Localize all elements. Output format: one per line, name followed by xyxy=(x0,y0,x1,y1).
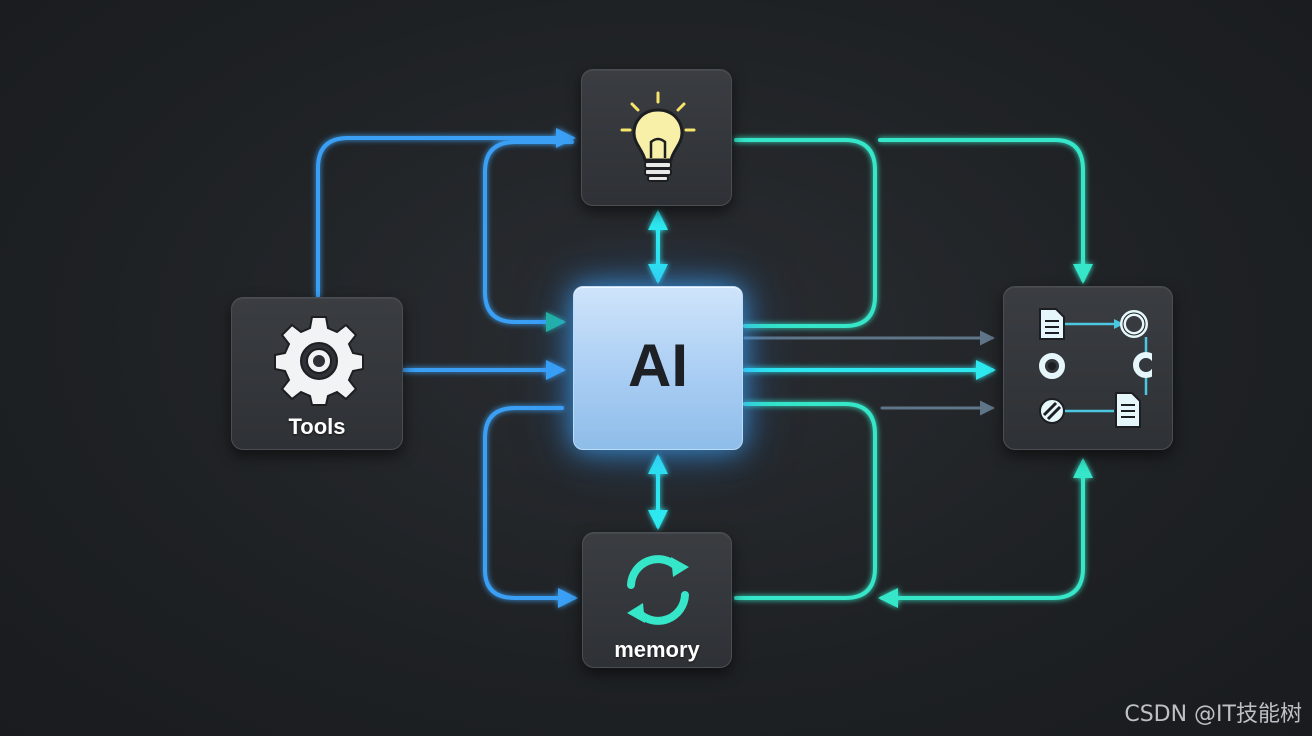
tools-node[interactable]: Tools xyxy=(231,297,403,450)
ai-node[interactable]: AI xyxy=(573,286,743,450)
connector-loop-bottom-left xyxy=(483,406,578,608)
tools-label: Tools xyxy=(288,414,346,439)
idea-node[interactable] xyxy=(581,69,732,206)
watermark: CSDN @IT技能树 xyxy=(1124,702,1302,727)
workflow-diagram-icon xyxy=(1039,308,1152,428)
refresh-cycle-icon xyxy=(627,555,689,625)
ai-label: AI xyxy=(628,332,688,399)
connector-loop-bottom-right xyxy=(734,402,877,600)
gear-icon xyxy=(274,316,364,406)
lightbulb-icon xyxy=(620,91,696,182)
memory-node[interactable]: memory xyxy=(582,532,732,668)
connector-idea-to-workflow xyxy=(878,138,1093,284)
workflow-node[interactable] xyxy=(1003,286,1173,450)
memory-label: memory xyxy=(614,637,700,662)
connector-workflow-to-memory xyxy=(878,458,1093,608)
connector-loop-top-right xyxy=(734,138,877,328)
connector-loop-top-left xyxy=(483,140,574,332)
connector-tools-to-idea xyxy=(316,128,576,298)
